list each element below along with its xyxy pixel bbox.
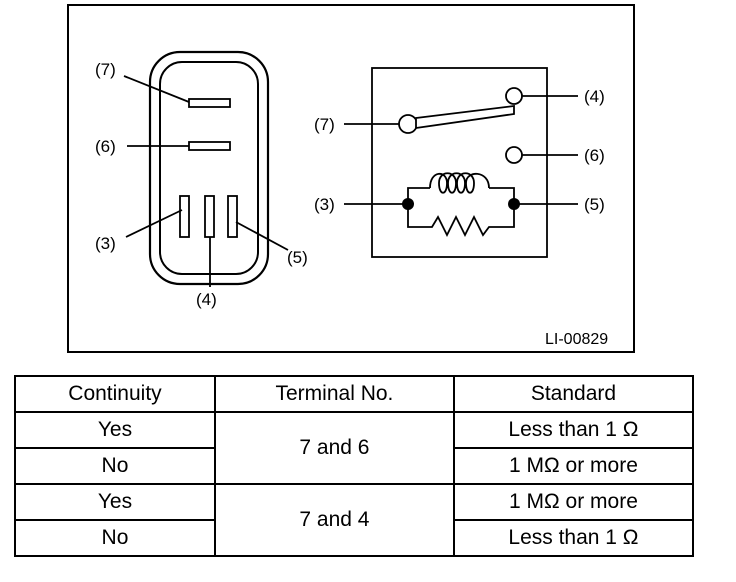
figure-code: LI-00829 <box>545 331 608 348</box>
terminal-6-blade <box>188 141 231 151</box>
coil-icon <box>429 172 490 194</box>
terminal-7-blade <box>188 98 231 108</box>
schematic-label-3: (3) <box>314 195 335 214</box>
schematic-label-4: (4) <box>584 87 605 106</box>
junction-5 <box>508 198 520 210</box>
switch-arm <box>415 104 515 130</box>
standard-cell: 1 MΩ or more <box>452 483 695 521</box>
terminal-4-blade <box>204 195 215 238</box>
header-standard: Standard <box>452 375 695 413</box>
header-terminal-no: Terminal No. <box>213 375 455 413</box>
connector-label-7: (7) <box>95 60 116 79</box>
terminal-3-blade <box>179 195 190 238</box>
relay-diagram: (7) (6) (3) (4) (5) (7) (4) (6) (3) (5) … <box>95 50 608 348</box>
table-row: No Less than 1 Ω <box>14 519 695 557</box>
leader-line-5 <box>235 221 289 251</box>
schematic-label-6: (6) <box>584 146 605 165</box>
leader-line-7 <box>123 75 190 103</box>
connector-inner-outline <box>159 61 259 275</box>
connector-label-4: (4) <box>196 290 217 309</box>
table-row: Yes 7 and 6 Less than 1 Ω <box>14 411 695 485</box>
terminal-cell: 7 and 4 <box>213 483 455 557</box>
standard-cell: Less than 1 Ω <box>452 519 695 557</box>
diagram-frame <box>67 4 635 353</box>
header-continuity: Continuity <box>14 375 216 413</box>
table-row: Yes 7 and 4 1 MΩ or more <box>14 483 695 557</box>
contact-4 <box>505 87 523 105</box>
connector-label-6: (6) <box>95 137 116 156</box>
relay-schematic: (7) (4) (6) (3) (5) <box>314 67 605 258</box>
standard-cell: Less than 1 Ω <box>452 411 695 449</box>
schematic-box <box>371 67 548 258</box>
continuity-cell: Yes <box>14 483 216 521</box>
connector-outer-outline <box>148 50 270 286</box>
resistor-icon <box>407 204 515 238</box>
contact-6 <box>505 146 523 164</box>
schematic-label-7: (7) <box>314 115 335 134</box>
continuity-cell: No <box>14 519 216 557</box>
relay-connector: (7) (6) (3) (4) (5) <box>95 50 308 309</box>
switch-common-contact <box>398 114 418 134</box>
junction-3 <box>402 198 414 210</box>
table-row: No 1 MΩ or more <box>14 447 695 485</box>
schematic-label-5: (5) <box>584 195 605 214</box>
continuity-cell: No <box>14 447 216 485</box>
table-header-row: Continuity Terminal No. Standard <box>14 375 695 413</box>
connector-label-5: (5) <box>287 248 308 267</box>
standard-cell: 1 MΩ or more <box>452 447 695 485</box>
terminal-cell: 7 and 6 <box>213 411 455 485</box>
continuity-spec-table: Continuity Terminal No. Standard Yes 7 a… <box>14 375 695 557</box>
leader-line-3 <box>125 209 183 238</box>
connector-label-3: (3) <box>95 234 116 253</box>
continuity-cell: Yes <box>14 411 216 449</box>
terminal-5-blade <box>227 195 238 238</box>
